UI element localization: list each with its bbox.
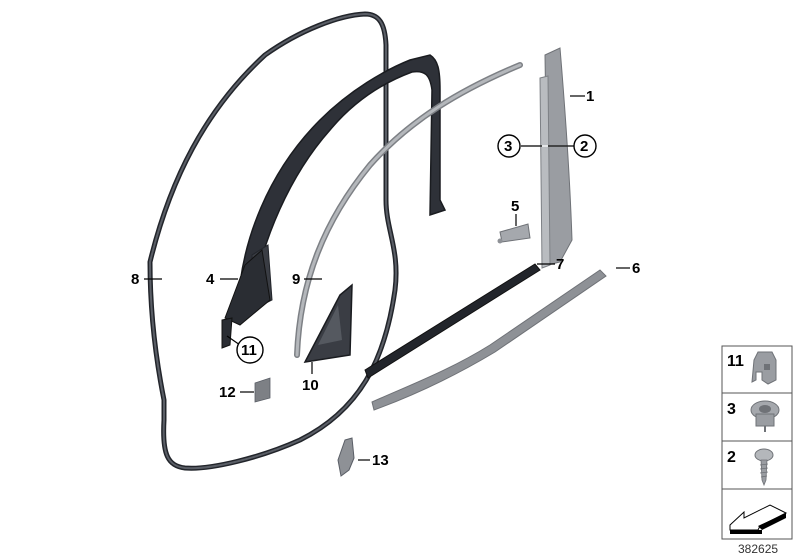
screw-icon bbox=[754, 448, 774, 487]
svg-text:5: 5 bbox=[511, 198, 519, 215]
callout-4: 4 bbox=[206, 271, 238, 288]
callout-8: 8 bbox=[131, 271, 162, 288]
callout-9: 9 bbox=[292, 271, 322, 288]
svg-text:11: 11 bbox=[727, 353, 744, 370]
part-7-shaft-seal[interactable] bbox=[364, 263, 541, 379]
callout-7: 7 bbox=[537, 256, 564, 273]
legend-row-arrow[interactable] bbox=[729, 504, 788, 534]
callout-11: 11 bbox=[226, 335, 264, 364]
callout-10: 10 bbox=[302, 362, 319, 394]
svg-text:12: 12 bbox=[219, 384, 236, 401]
callout-5: 5 bbox=[511, 198, 519, 226]
callout-13: 13 bbox=[358, 452, 389, 469]
part-1-pillar-trim[interactable] bbox=[539, 47, 573, 269]
svg-text:6: 6 bbox=[632, 260, 640, 277]
part-12-pad[interactable] bbox=[254, 377, 271, 403]
callout-1: 1 bbox=[570, 88, 594, 105]
diagram-id-number: 382625 bbox=[738, 542, 778, 556]
legend-row-3[interactable]: 3 bbox=[727, 400, 780, 432]
callout-3: 3 bbox=[497, 134, 542, 158]
svg-text:11: 11 bbox=[241, 342, 257, 359]
svg-text:8: 8 bbox=[131, 271, 139, 288]
part-8-door-seal[interactable] bbox=[147, 11, 399, 471]
clip-nut-icon bbox=[750, 400, 780, 432]
svg-text:9: 9 bbox=[292, 271, 300, 288]
part-4-frame-seal[interactable] bbox=[221, 54, 447, 349]
arrow-left-down-icon bbox=[729, 504, 788, 534]
svg-text:3: 3 bbox=[504, 138, 512, 155]
svg-text:10: 10 bbox=[302, 377, 319, 394]
callout-2: 2 bbox=[548, 134, 597, 158]
legend-row-2[interactable]: 2 bbox=[727, 448, 774, 487]
svg-text:4: 4 bbox=[206, 271, 215, 288]
legend-row-11[interactable]: 11 bbox=[727, 351, 777, 385]
svg-text:13: 13 bbox=[372, 452, 389, 469]
part-10-mirror-triangle[interactable] bbox=[303, 283, 353, 363]
part-6-shaft-strip[interactable] bbox=[371, 269, 607, 411]
clip-icon bbox=[751, 351, 777, 385]
part-13-holder[interactable] bbox=[337, 437, 355, 477]
svg-text:1: 1 bbox=[586, 88, 594, 105]
fastener-legend: 11 3 2 bbox=[721, 345, 793, 540]
svg-text:2: 2 bbox=[580, 138, 588, 155]
part-5-bracket[interactable] bbox=[497, 223, 531, 244]
callout-12: 12 bbox=[219, 384, 254, 401]
callout-6: 6 bbox=[616, 260, 640, 277]
svg-text:3: 3 bbox=[727, 401, 736, 418]
svg-text:2: 2 bbox=[727, 449, 736, 466]
svg-text:7: 7 bbox=[556, 256, 564, 273]
part-9-guide-channel[interactable] bbox=[294, 62, 523, 358]
